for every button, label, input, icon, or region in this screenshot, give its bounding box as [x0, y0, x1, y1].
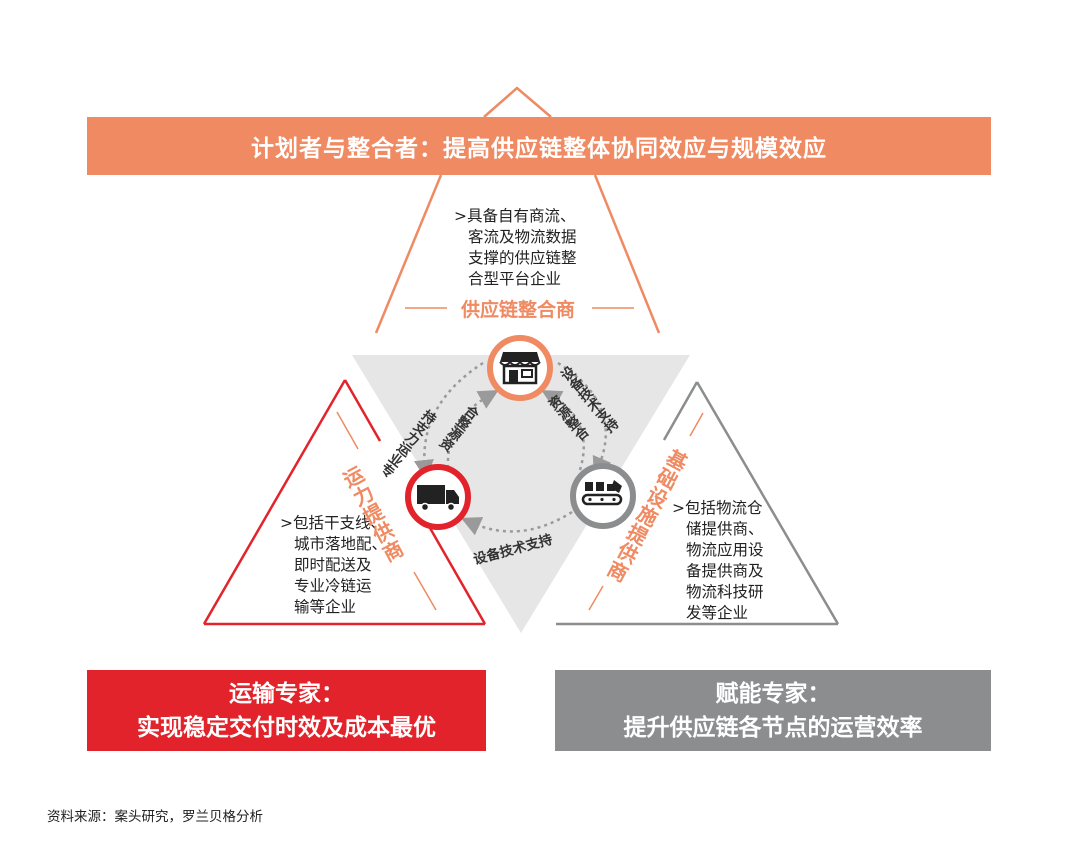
truck-icon [405, 464, 471, 530]
left-triangle-right-edge [343, 379, 382, 442]
transport-title-rule-top [336, 411, 359, 450]
infrastructure-desc-line: 物流科技研 [686, 583, 764, 601]
planner-integrator-banner-text: 计划者与整合者：提高供应链整体协同效应与规模效应 [251, 136, 827, 162]
integrator-desc-line: 支撑的供应链整 [468, 249, 577, 267]
conveyor-icon [570, 463, 636, 529]
infrastructure-desc-line: >包括物流仓 [672, 499, 763, 517]
enabler-expert-banner: 赋能专家： 提升供应链各节点的运营效率 [555, 670, 991, 751]
infrastructure-desc-line: 物流应用设 [686, 541, 764, 559]
top-triangle-left-edge [374, 174, 443, 334]
transport-desc-line: 输等企业 [294, 598, 357, 616]
enabler-expert-banner-line2: 提升供应链各节点的运营效率 [623, 714, 923, 741]
integrator-desc-line: >具备自有商流、 [454, 207, 576, 225]
right-triangle-right-edge [695, 381, 840, 625]
flow-arrow-left-outer [413, 361, 484, 480]
integrator-title: 供应链整合商 [461, 299, 576, 321]
infra-title-rule-bottom [588, 585, 604, 611]
integrator-description: >具备自有商流、 客流及物流数据 支撑的供应链整 合型平台企业 [454, 206, 577, 290]
storefront-icon [487, 335, 553, 401]
flow-arrow-right-inner [541, 390, 585, 471]
planner-integrator-banner: 计划者与整合者：提高供应链整体协同效应与规模效应 [87, 117, 991, 175]
transport-desc-line: 专业冷链运 [294, 577, 372, 595]
integrator-desc-line: 合型平台企业 [468, 270, 562, 288]
source-note: 资料来源：案头研究，罗兰贝格分析 [47, 809, 263, 825]
infra-title-rule-top [689, 412, 704, 437]
transport-desc-line: >包括干支线、 [280, 514, 386, 532]
right-triangle-left-edge [662, 381, 699, 441]
infrastructure-desc-line: 发等企业 [686, 604, 749, 622]
integrator-desc-line: 客流及物流数据 [468, 228, 577, 246]
transport-expert-banner: 运输专家： 实现稳定交付时效及成本最优 [87, 670, 486, 751]
flow-arrow-left-inner [446, 390, 499, 469]
top-triangle-peak [483, 86, 552, 118]
flow-arrow-right-outer [557, 361, 612, 478]
left-triangle-left-edge [202, 379, 347, 625]
transport-description: >包括干支线、 城市落地配、 即时配送及 专业冷链运 输等企业 [280, 513, 387, 618]
infrastructure-description: >包括物流仓 储提供商、 物流应用设 备提供商及 物流科技研 发等企业 [672, 498, 764, 624]
top-triangle-right-edge [593, 174, 661, 334]
left-triangle-right-edge-low [428, 527, 487, 625]
enabler-expert-banner-line1: 赋能专家： [715, 680, 831, 707]
center-triangle [352, 355, 690, 633]
transport-desc-line: 即时配送及 [294, 556, 372, 574]
transport-desc-line: 城市落地配、 [294, 535, 388, 553]
infrastructure-desc-line: 备提供商及 [686, 562, 764, 580]
transport-expert-banner-line1: 运输专家： [229, 680, 344, 707]
infrastructure-desc-line: 储提供商、 [686, 520, 764, 538]
transport-expert-banner-line2: 实现稳定交付时效及成本最优 [137, 714, 436, 741]
transport-title-rule-bottom [413, 571, 437, 611]
